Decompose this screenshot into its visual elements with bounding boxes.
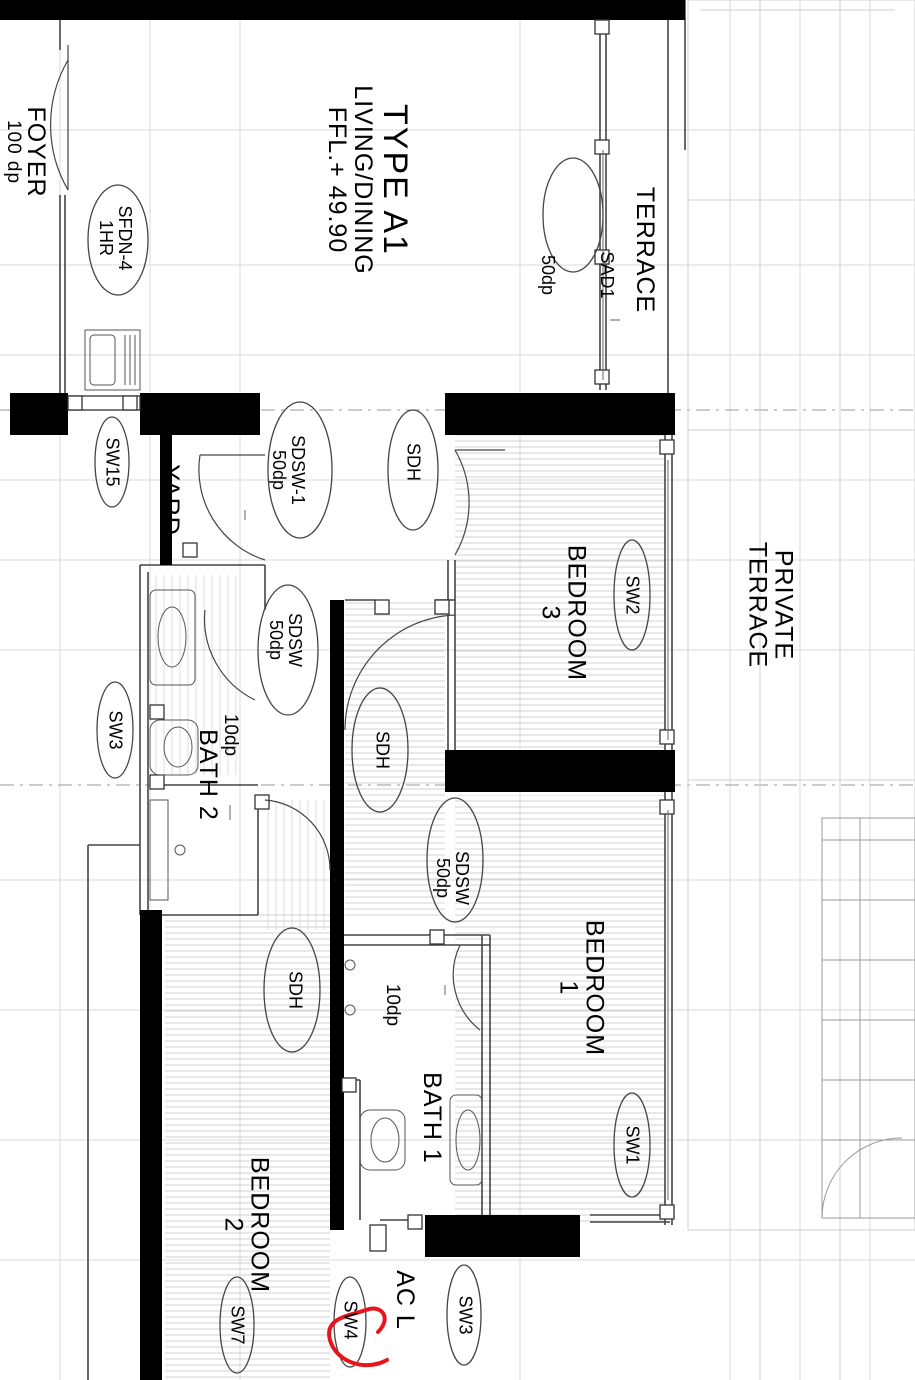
sfdn-line1: SFDN-4 (114, 205, 135, 271)
sad1-note: 50dp (538, 254, 558, 296)
title-room: LIVING/DINING (349, 85, 378, 275)
sdsw-bath2-note: 50dp (266, 619, 286, 661)
room-bath-1: BATH 1 (418, 1072, 447, 1164)
tag-sw1: SW1 (622, 1125, 643, 1165)
sliding-tracks (602, 150, 669, 1200)
room-bath-2: BATH 2 (194, 729, 223, 821)
callout-ellipses (87, 157, 651, 1374)
room-bedroom-1: BEDROOM 1 (554, 919, 609, 1057)
terrace-steps (821, 817, 915, 1219)
tag-sfdn-4: SFDN-4 1HR (96, 205, 135, 271)
bedroom1-label: BEDROOM (580, 919, 609, 1057)
room-ac-ledge: AC L (391, 1270, 420, 1330)
sfdn-line2: 1HR (96, 219, 116, 257)
sdsw-bath2-label: SDSW (284, 613, 305, 667)
bedroom2-label: BEDROOM (245, 1156, 274, 1294)
private-terrace-line2: TERRACE (743, 541, 771, 669)
red-markup (327, 1306, 389, 1368)
bath1-fixtures (344, 959, 483, 1186)
sdsw1-label: SDSW-1 (287, 435, 308, 505)
title-ffl: FFL.+ 49.90 (323, 106, 352, 254)
title-type: TYPE A1 (376, 104, 415, 256)
bedroom3-num: 3 (536, 605, 564, 621)
sdsw-bed1-label: SDSW (451, 851, 472, 905)
tag-sad1: SAD1 50dp (538, 251, 617, 299)
room-bedroom-2: BEDROOM 2 (219, 1156, 274, 1294)
terrace-paving (687, 0, 915, 1380)
tag-sw4: SW4 (340, 1300, 361, 1340)
tag-sdsw-bed1: SDSW 50dp (433, 851, 472, 905)
room-yard: YARD (156, 464, 185, 536)
room-bedroom-3: BEDROOM 3 (536, 544, 591, 682)
private-terrace-line1: PRIVATE (769, 549, 798, 661)
bath2-note: 10dp (219, 713, 241, 757)
bedroom2-num: 2 (219, 1217, 247, 1233)
window-frames (67, 19, 675, 1252)
tag-sw2: SW2 (622, 575, 643, 615)
bath2-fixtures (149, 589, 199, 901)
tag-sw15: SW15 (102, 437, 123, 487)
sad1-label: SAD1 (596, 251, 617, 299)
tag-sdsw-1: SDSW-1 50dp (269, 435, 308, 505)
tag-sdsw-bath2: SDSW 50dp (266, 613, 305, 667)
room-foyer: FOYER 100 dp (2, 106, 51, 198)
kitchen-sink (84, 329, 141, 391)
solid-walls (0, 0, 685, 1380)
door-swings (50, 45, 505, 1031)
tag-sdh-bed2: SDH (285, 970, 306, 1010)
foyer-note: 100 dp (2, 119, 24, 185)
sdsw1-note: 50dp (269, 449, 289, 491)
room-terrace: TERRACE (631, 186, 660, 314)
tag-sw3-bath2: SW3 (105, 710, 126, 750)
tag-sw7: SW7 (227, 1305, 248, 1345)
foyer-label: FOYER (22, 106, 51, 198)
bedroom1-num: 1 (554, 980, 582, 996)
plan-title: TYPE A1 LIVING/DINING FFL.+ 49.90 (323, 85, 415, 275)
sdsw-bed1-note: 50dp (433, 857, 453, 899)
tag-sdh-living: SDH (403, 442, 424, 482)
bath1-note: 10dp (381, 983, 403, 1027)
room-private-terrace: PRIVATE TERRACE (743, 541, 798, 669)
bedroom3-label: BEDROOM (562, 544, 591, 682)
tag-sw3-ac: SW3 (455, 1295, 476, 1335)
drop-arrows (229, 319, 620, 995)
tag-sdh-corridor: SDH (372, 730, 393, 770)
